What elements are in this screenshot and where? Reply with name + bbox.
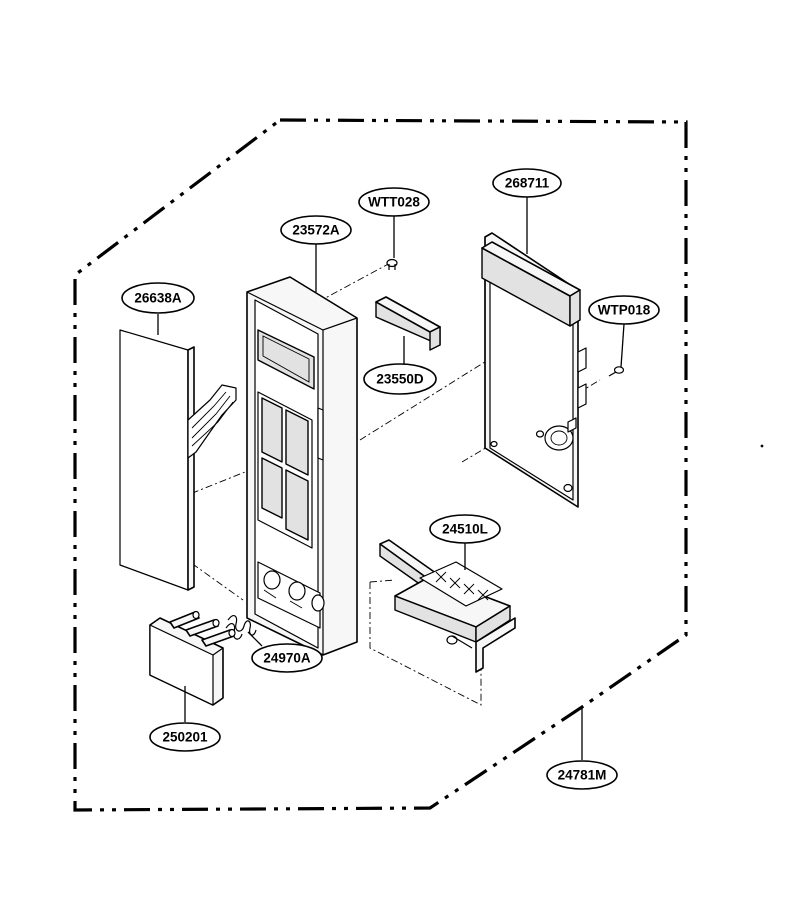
screw-WTP018	[608, 366, 625, 377]
callout-label: 268711	[505, 176, 550, 191]
callout-label: WTP018	[598, 303, 651, 318]
callout-26638A: 26638A	[121, 282, 195, 314]
callout-250201: 250201	[149, 722, 221, 752]
callout-WTP018: WTP018	[588, 295, 660, 325]
callout-label: 24510L	[442, 522, 488, 537]
stray-dot	[760, 444, 764, 448]
callout-label: 24781M	[558, 768, 607, 783]
callout-label: 26638A	[134, 291, 182, 306]
leader-lines	[157, 197, 625, 760]
callout-label: WTT028	[368, 195, 420, 210]
membrane-sheet-26638A	[119, 329, 237, 591]
latch-lever-24510L	[379, 539, 516, 673]
callout-24970A: 24970A	[251, 643, 323, 673]
callout-WTT028: WTT028	[358, 187, 430, 217]
callout-23572A: 23572A	[280, 215, 352, 245]
callout-label: 23550D	[376, 372, 424, 387]
pcb-assembly-268711	[481, 232, 587, 508]
callout-23550D: 23550D	[363, 363, 437, 395]
callout-24510L: 24510L	[429, 514, 501, 544]
callout-label: 24970A	[263, 651, 311, 666]
callout-label: 23572A	[292, 223, 340, 238]
display-window-23550D	[375, 296, 441, 351]
push-button-250201	[149, 610, 236, 706]
callout-268711: 268711	[492, 168, 562, 198]
callout-label: 250201	[162, 730, 208, 745]
control-panel-frame-23572A	[246, 276, 358, 656]
callout-24781M: 24781M	[546, 760, 618, 790]
screw-WTT028	[386, 258, 398, 270]
